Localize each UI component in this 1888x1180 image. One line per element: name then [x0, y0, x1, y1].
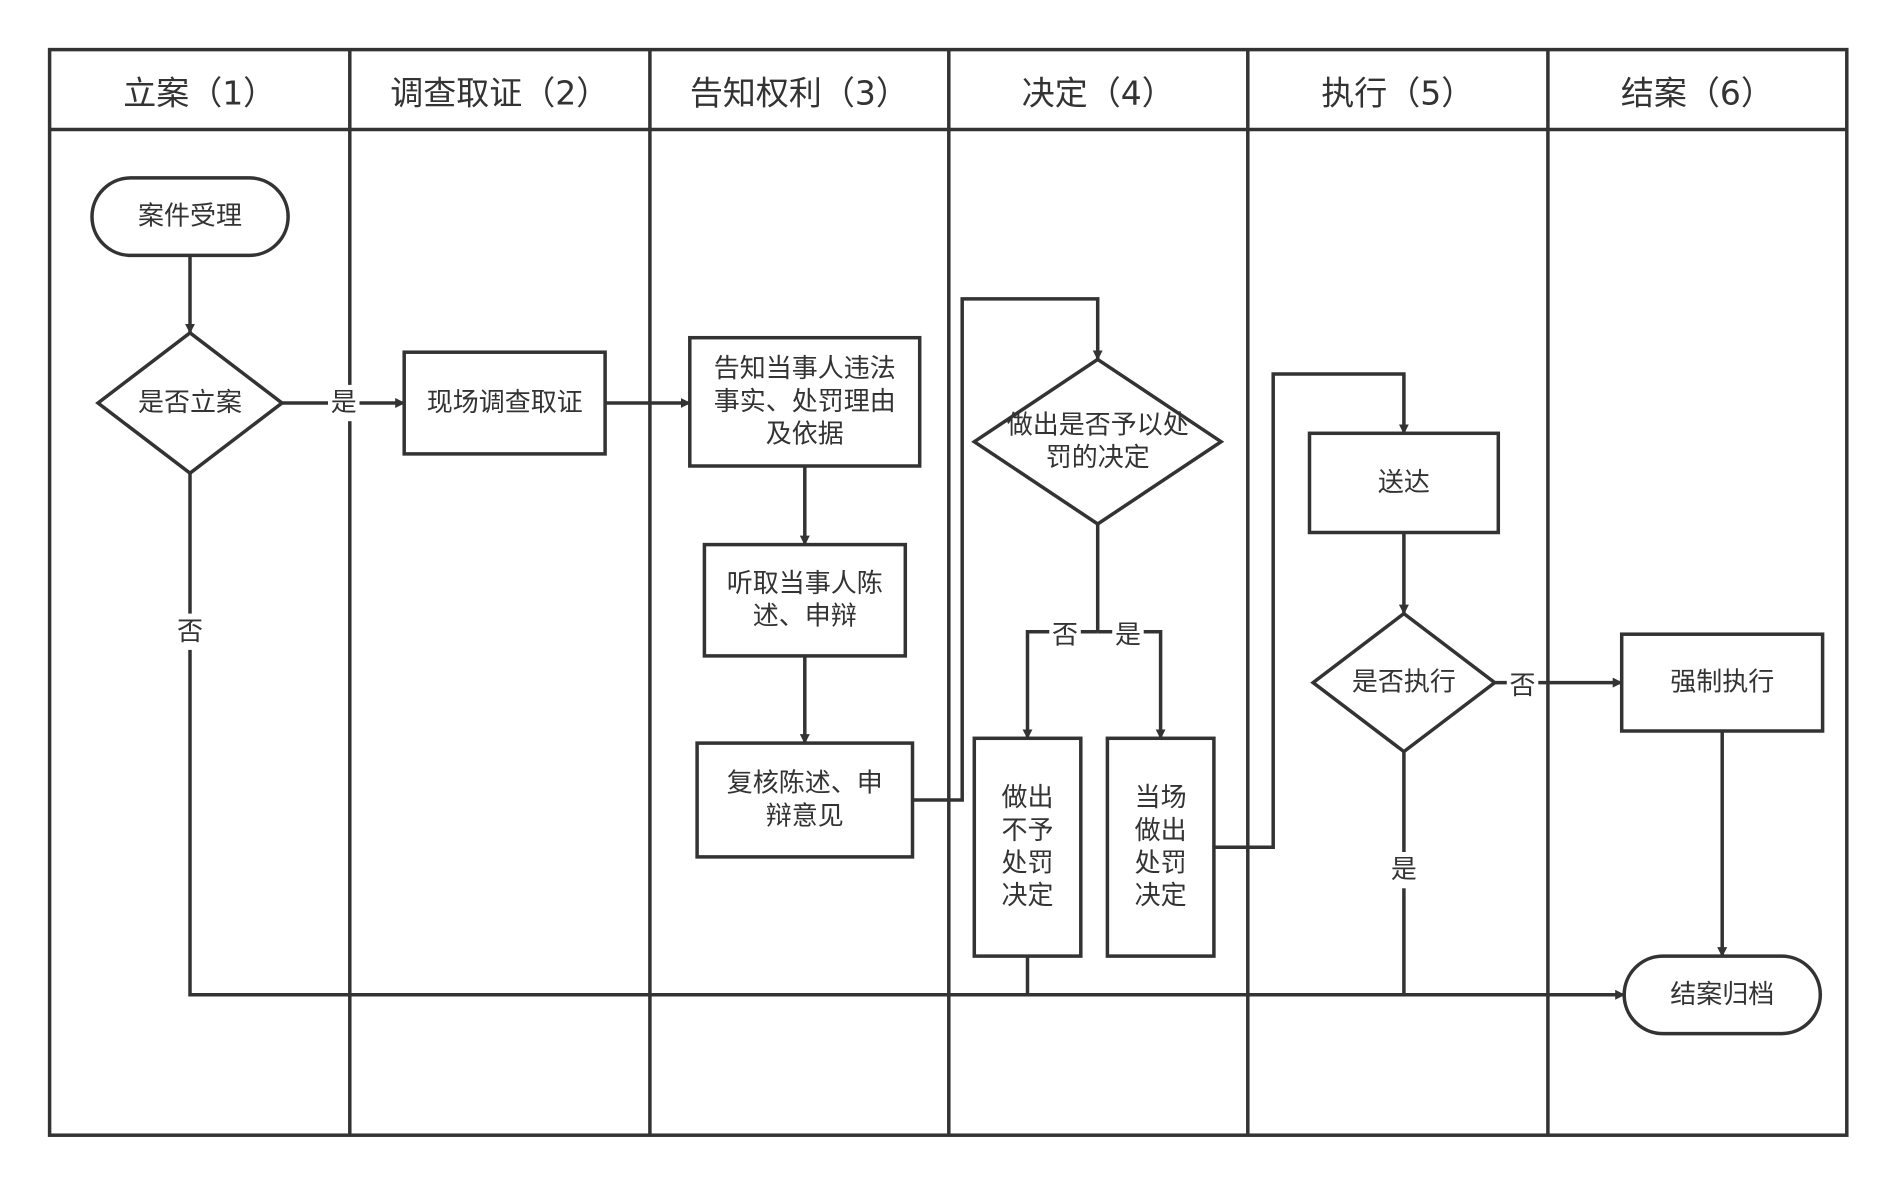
node-label: 决定 [1001, 881, 1053, 911]
process-box [702, 542, 908, 658]
terminator-shape [90, 176, 290, 258]
lane-title: 告知权利（3） [690, 74, 909, 113]
lane-title: 调查取证（2） [390, 74, 609, 113]
process-box [1307, 431, 1501, 535]
process-box [688, 335, 922, 468]
forced-execution-process: 强制执行 [1619, 632, 1825, 733]
terminator-shape [1622, 954, 1823, 1036]
node-label: 复核陈述、申 [727, 769, 883, 799]
node-label: 案件受理 [138, 202, 242, 232]
process-box [402, 350, 607, 456]
node-label: 做出是否予以处 [1007, 410, 1189, 440]
edge-label-background [328, 384, 360, 422]
node-label: 罚的决定 [1046, 443, 1150, 473]
node-label: 做出 [1135, 816, 1187, 846]
process-box [972, 736, 1083, 958]
edge-onsite-penalty-to-deliver [1213, 372, 1409, 849]
edge-label-background [1112, 617, 1144, 654]
edge-label-penalty-no: 否 [1052, 620, 1078, 650]
lane-title: 结案（6） [1621, 74, 1774, 113]
node-label: 决定 [1135, 881, 1187, 911]
lane-title: 决定（4） [1022, 74, 1175, 113]
node-label: 处罚 [1135, 849, 1187, 879]
node-label: 结案归档 [1670, 980, 1774, 1010]
process-box [1619, 632, 1825, 733]
execute-decision-decision: 是否执行 [1310, 611, 1498, 754]
decision-diamond [95, 330, 285, 476]
edge-label-execute-yes: 是 [1391, 855, 1417, 885]
node-label: 处罚 [1001, 849, 1053, 879]
node-label: 述、申辩 [753, 602, 857, 632]
decision-diamond [971, 357, 1225, 527]
node-label: 强制执行 [1670, 668, 1774, 698]
edge-label-background [174, 613, 206, 650]
edge-label-background [1388, 852, 1420, 889]
lane-title: 执行（5） [1321, 74, 1474, 113]
process-box [1105, 736, 1216, 958]
node-label: 是否立案 [138, 388, 242, 418]
onsite-investigation-process: 现场调查取证 [402, 350, 607, 456]
edge-review-to-penalty-decision [912, 297, 1103, 802]
case-accept-terminator: 案件受理 [90, 176, 290, 258]
edge-label-background [1506, 668, 1539, 705]
node-label: 当场 [1135, 783, 1187, 813]
node-label: 事实、处罚理由 [714, 387, 896, 417]
edge-label-layer: 是否否是否是 [174, 384, 1539, 889]
node-label: 现场调查取证 [427, 388, 583, 418]
node-label: 做出 [1001, 783, 1053, 813]
decision-diamond [1310, 611, 1498, 754]
lane-title-layer: 立案（1） 调查取证（2） 告知权利（3） 决定（4） 执行（5） 结案（6） [123, 74, 1774, 113]
edge-label-file-no: 否 [177, 617, 203, 647]
edge-label-file-yes: 是 [331, 388, 357, 418]
process-box [695, 741, 915, 859]
node-label: 是否执行 [1352, 668, 1456, 698]
edge-label-penalty-yes: 是 [1115, 620, 1141, 650]
node-label: 送达 [1378, 468, 1430, 498]
file-case-decision-decision: 是否立案 [95, 330, 285, 476]
lane-title: 立案（1） [123, 74, 276, 113]
edge-label-background [1049, 617, 1081, 654]
deliver-process: 送达 [1307, 431, 1501, 535]
swimlane-frame [47, 47, 1849, 1137]
archive-terminator: 结案归档 [1622, 954, 1823, 1036]
node-label: 告知当事人违法 [714, 354, 896, 384]
edge-label-execute-no: 否 [1509, 671, 1535, 701]
node-label: 及依据 [766, 420, 844, 450]
node-label: 辩意见 [766, 801, 844, 831]
node-label: 听取当事人陈 [727, 569, 883, 599]
node-label: 不予 [1001, 816, 1053, 846]
